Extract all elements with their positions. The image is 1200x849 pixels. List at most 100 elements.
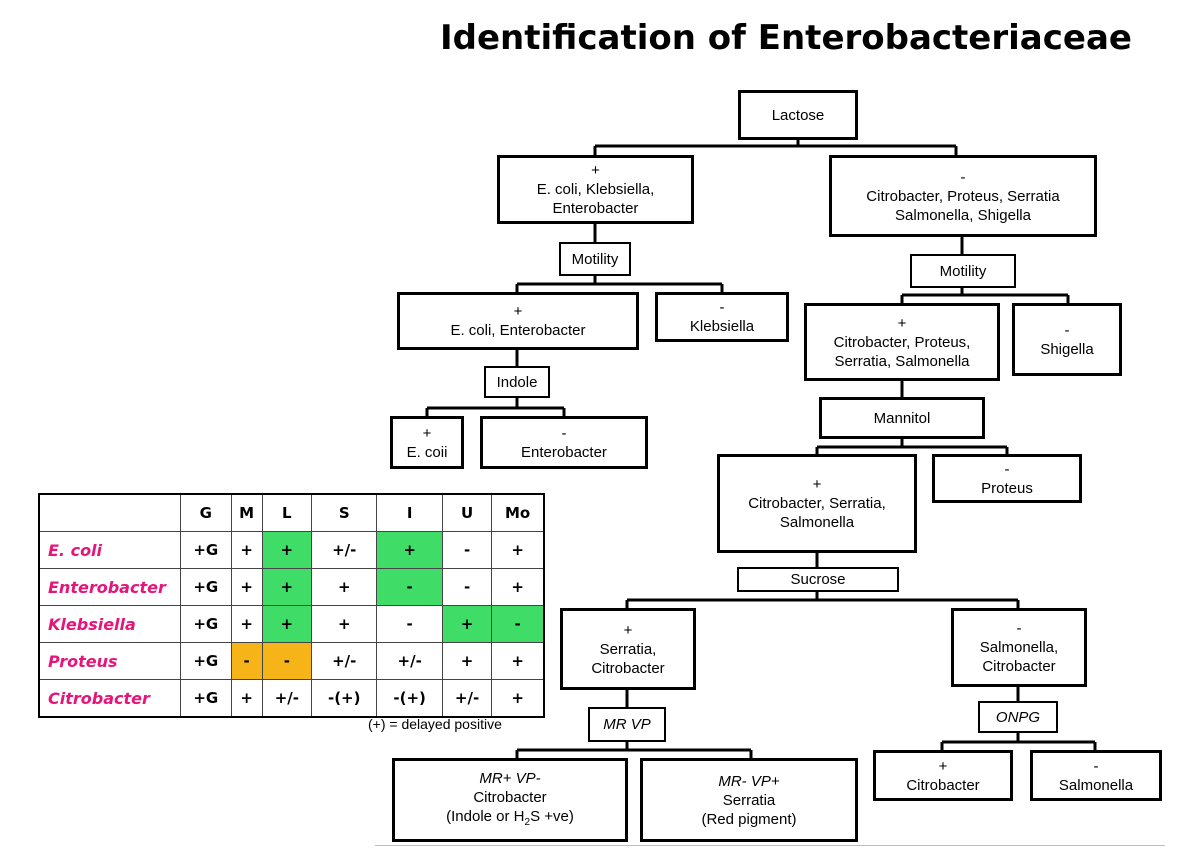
node-text: Mannitol — [873, 409, 931, 427]
node-text: Motility — [939, 262, 987, 280]
node-sucrose: Sucrose — [737, 567, 899, 592]
node-indole: Indole — [484, 366, 550, 398]
node-text: + — [591, 162, 600, 179]
table-cell: + — [311, 605, 378, 643]
table-header-cell: M — [230, 493, 263, 532]
biochemical-reference-table: G M L S I U Mo E. coli +G + + +/- + - + … — [38, 493, 545, 718]
node-mannitol: Mannitol — [819, 397, 985, 439]
table-row: E. coli +G + + +/- + - + — [38, 531, 545, 569]
table-header-cell — [38, 493, 181, 532]
node-text: + — [623, 621, 633, 639]
table-cell: + — [491, 679, 545, 718]
node-text: - — [1093, 757, 1099, 775]
table-cell: - — [441, 531, 493, 569]
table-cell: + — [441, 642, 493, 680]
node-text: MR- VP+ — [718, 772, 780, 790]
node-indole-negative: - Enterobacter — [480, 416, 648, 469]
node-text: Salmonella, Shigella — [895, 206, 1031, 224]
table-header-cell: G — [180, 493, 232, 532]
node-motility-left-negative: - Klebsiella — [655, 292, 789, 342]
table-cell: + — [261, 531, 313, 569]
organism-name: E. coli — [38, 531, 181, 569]
subscript: 2 — [524, 816, 531, 828]
table-cell: - — [376, 568, 443, 606]
table-row: Enterobacter +G + + + - - + — [38, 568, 545, 606]
node-text: Citrobacter, Proteus, — [833, 333, 971, 351]
node-text: Motility — [571, 250, 619, 268]
organism-name: Proteus — [38, 642, 181, 680]
table-cell: +G — [180, 642, 232, 680]
node-text: Citrobacter — [982, 658, 1056, 675]
page-title: Identification of Enterobacteriaceae — [440, 18, 1132, 58]
table-header-cell: Mo — [491, 493, 545, 532]
table-cell: + — [261, 605, 313, 643]
node-text: Serratia — [722, 791, 776, 809]
table-header-row: G M L S I U Mo — [38, 493, 545, 532]
node-text: + — [812, 476, 822, 493]
node-text: Enterobacter — [552, 200, 639, 217]
node-text: + — [897, 314, 907, 332]
node-text: Salmonella, — [979, 639, 1059, 656]
table-header-cell: L — [261, 493, 313, 532]
node-text-part: (Indole or H — [446, 807, 525, 825]
node-text: Citrobacter — [906, 776, 980, 794]
table-cell: + — [311, 568, 378, 606]
table-cell: + — [491, 531, 545, 569]
table-header-cell: S — [311, 493, 378, 532]
node-text: Citrobacter — [473, 788, 547, 806]
table-cell: +/- — [311, 642, 378, 680]
node-mannitol-positive: + Citrobacter, Serratia, Salmonella — [717, 454, 917, 553]
node-text: - — [1064, 321, 1070, 339]
table-row: Proteus +G - - +/- +/- + + — [38, 642, 545, 680]
divider — [375, 845, 1165, 846]
node-text: Citrobacter, Proteus, Serratia — [866, 187, 1060, 205]
table-row: Klebsiella +G + + + - + - — [38, 605, 545, 643]
table-cell: + — [441, 605, 493, 643]
node-text: Citrobacter — [591, 659, 665, 677]
node-text: Serratia, — [599, 640, 657, 658]
node-text: MR+ VP- — [479, 769, 541, 787]
table-cell: + — [491, 568, 545, 606]
table-cell: + — [491, 642, 545, 680]
node-text: Sucrose — [790, 571, 846, 588]
node-text: Enterobacter — [521, 443, 607, 461]
node-motility-left-positive: + E. coli, Enterobacter — [397, 292, 639, 350]
node-lactose: Lactose — [738, 90, 858, 140]
node-onpg-positive: + Citrobacter — [873, 750, 1013, 801]
table-cell: +/- — [261, 679, 313, 718]
node-sucrose-positive: + Serratia, Citrobacter — [560, 608, 696, 690]
table-cell: + — [261, 568, 313, 606]
node-text: - — [960, 168, 966, 186]
table-cell: +G — [180, 605, 232, 643]
node-text: MR VP — [603, 716, 651, 733]
node-text: - — [719, 299, 725, 316]
node-text: Serratia, Salmonella — [834, 352, 970, 370]
node-sucrose-negative: - Salmonella, Citrobacter — [951, 608, 1087, 687]
node-mannitol-negative: - Proteus — [932, 454, 1082, 503]
node-text: E. coii — [406, 443, 448, 461]
table-cell: -(+) — [376, 679, 443, 718]
table-cell: - — [376, 605, 443, 643]
table-footnote: (+) = delayed positive — [368, 716, 502, 732]
node-text: Salmonella — [1058, 776, 1134, 794]
node-text: ONPG — [995, 708, 1041, 726]
table-cell: + — [230, 679, 263, 718]
table-cell: +G — [180, 531, 232, 569]
table-cell: - — [230, 642, 263, 680]
node-text: - — [1016, 620, 1022, 637]
node-text: Shigella — [1040, 340, 1094, 358]
node-indole-positive: + E. coii — [390, 416, 464, 469]
table-cell: + — [376, 531, 443, 569]
node-text: E. coli, Klebsiella, — [536, 181, 655, 198]
node-motility-right: Motility — [910, 254, 1016, 288]
table-cell: +G — [180, 568, 232, 606]
table-cell: -(+) — [311, 679, 378, 718]
node-text: Proteus — [981, 479, 1033, 497]
table-cell: - — [491, 605, 545, 643]
node-text: (Indole or H2S +ve) — [446, 807, 574, 832]
node-onpg-negative: - Salmonella — [1030, 750, 1162, 801]
organism-name: Enterobacter — [38, 568, 181, 606]
node-text-part: S +ve) — [530, 807, 574, 825]
node-mr-negative: MR- VP+ Serratia (Red pigment) — [640, 758, 858, 842]
